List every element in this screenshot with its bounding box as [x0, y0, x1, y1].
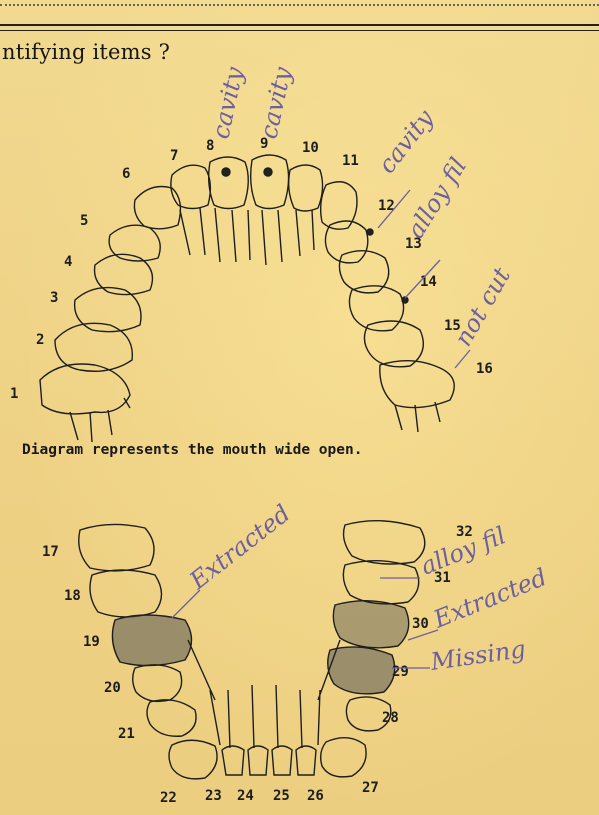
number-18: 18 [64, 588, 81, 604]
lower-roots [188, 640, 340, 748]
tooth-23 [222, 746, 244, 775]
note-tooth-19: Extracted [184, 499, 296, 595]
cavity-mark-8 [222, 168, 230, 176]
number-24: 24 [237, 788, 254, 804]
number-11: 11 [342, 153, 359, 169]
number-2: 2 [36, 332, 44, 348]
tooth-16 [380, 361, 454, 408]
tooth-7 [171, 165, 211, 208]
number-19: 19 [83, 634, 100, 650]
tooth-26 [296, 746, 316, 775]
number-6: 6 [122, 166, 130, 182]
tooth-24 [248, 746, 268, 775]
cavity-mark-9 [264, 168, 272, 176]
number-23: 23 [205, 788, 222, 804]
tooth-12 [325, 221, 367, 263]
handwritten-annotations: cavity cavity cavity alloy fil not cut E… [172, 64, 551, 676]
tooth-10 [289, 165, 323, 211]
number-16: 16 [476, 361, 493, 377]
tooth-25 [272, 746, 292, 775]
note-tooth-15: not cut [449, 262, 516, 351]
number-5: 5 [80, 213, 88, 229]
number-28: 28 [382, 710, 399, 726]
note-tooth-9: cavity [254, 64, 296, 141]
tooth-22 [169, 740, 217, 779]
tooth-1 [40, 364, 130, 414]
number-4: 4 [64, 254, 72, 270]
number-26: 26 [307, 788, 324, 804]
diagram-caption: Diagram represents the mouth wide open. [22, 442, 362, 458]
number-14: 14 [420, 274, 437, 290]
number-1: 1 [10, 386, 18, 402]
number-25: 25 [273, 788, 290, 804]
number-30: 30 [412, 616, 429, 632]
note-tooth-29: Missing [428, 635, 527, 676]
tooth-21 [147, 700, 196, 736]
note-tooth-12: cavity [373, 104, 440, 178]
number-8: 8 [206, 138, 214, 154]
tooth-27 [321, 738, 366, 777]
tooth-18 [90, 570, 162, 617]
tooth-9 [251, 155, 289, 209]
tooth-17 [79, 524, 154, 570]
number-22: 22 [160, 790, 177, 806]
note-tooth-13: alloy fil [401, 153, 472, 243]
tooth-20 [133, 665, 182, 702]
pencil-pointers [172, 190, 470, 668]
tooth-29 [328, 647, 395, 694]
number-10: 10 [302, 140, 319, 156]
cavity-mark-12 [367, 229, 373, 235]
number-17: 17 [42, 544, 59, 560]
upper-front-roots [180, 208, 314, 265]
tooth-30 [333, 601, 408, 648]
tooth-19 [112, 615, 191, 666]
tooth-8 [209, 157, 249, 209]
tooth-32 [344, 521, 425, 564]
number-20: 20 [104, 680, 121, 696]
note-tooth-8: cavity [206, 64, 248, 141]
number-21: 21 [118, 726, 135, 742]
upper-roots [70, 398, 440, 442]
number-29: 29 [392, 664, 409, 680]
number-7: 7 [170, 148, 178, 164]
number-27: 27 [362, 780, 379, 796]
tooth-6 [134, 187, 180, 229]
number-3: 3 [50, 290, 58, 306]
tooth-31 [343, 561, 418, 604]
